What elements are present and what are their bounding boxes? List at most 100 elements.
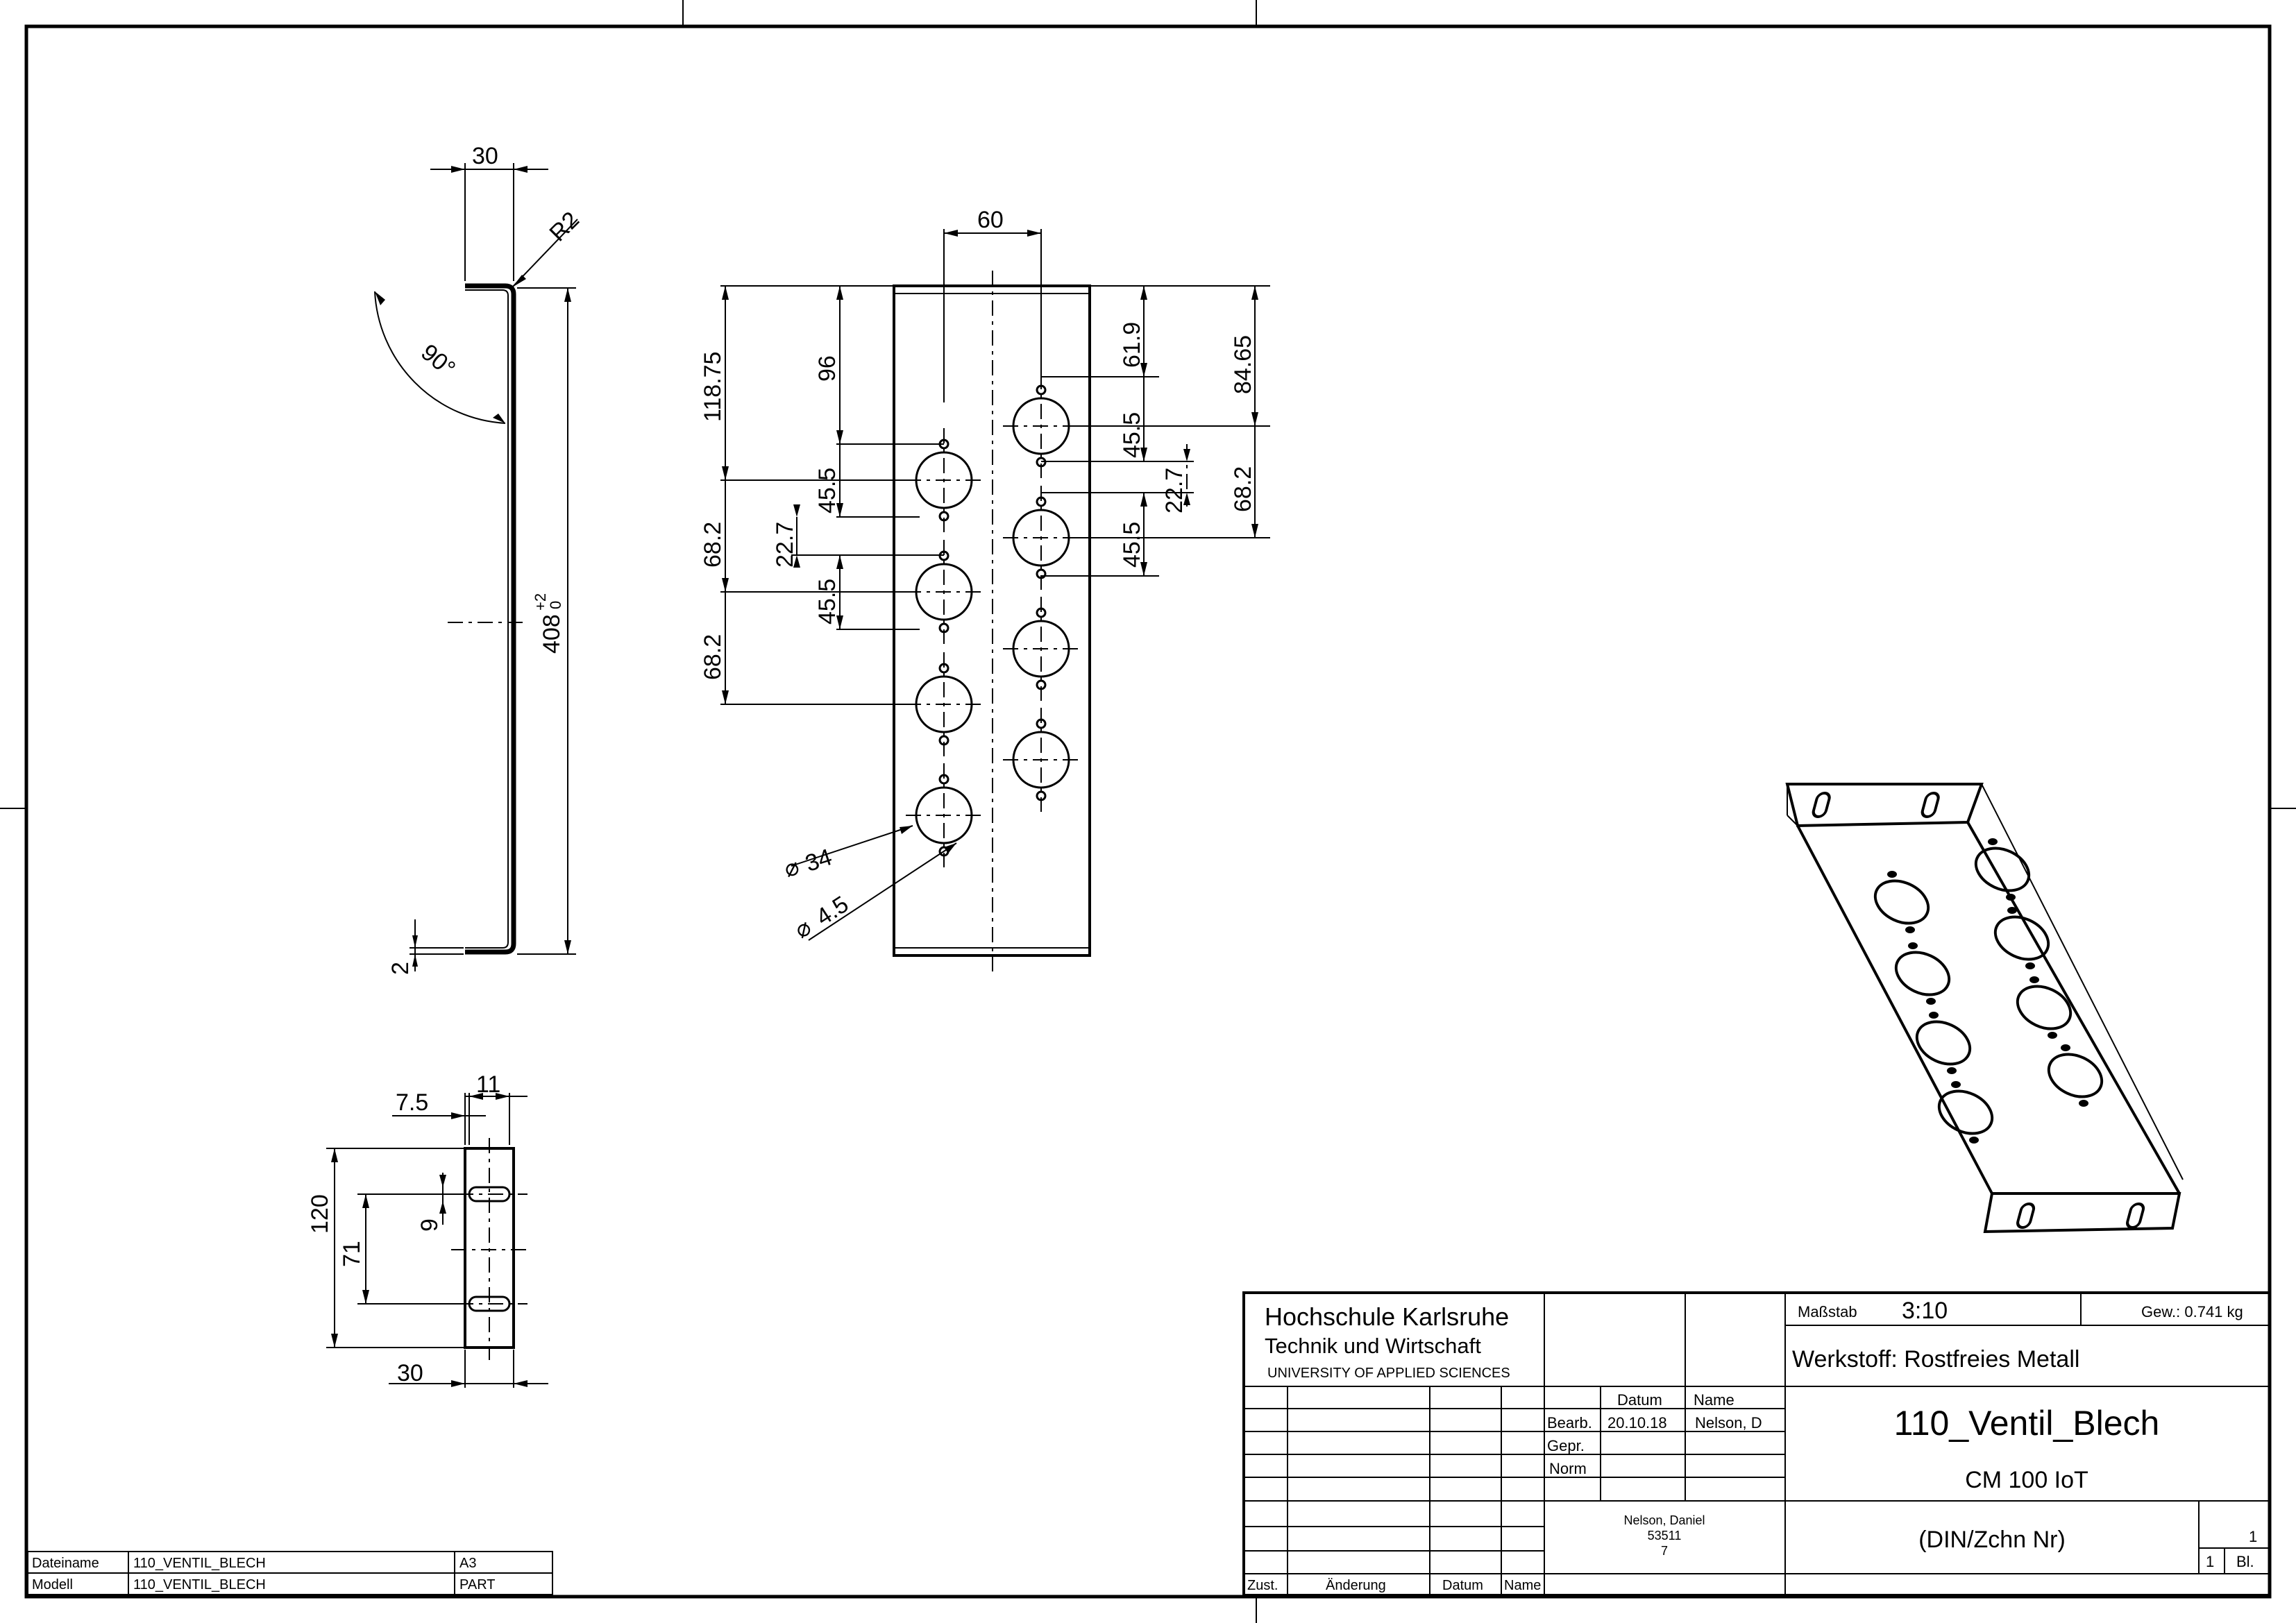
small-hole: [1036, 679, 1047, 690]
small-hole: [938, 511, 949, 522]
dim-hole-diameter: 34: [802, 844, 836, 877]
dim-front-left-first: 118.75: [700, 352, 726, 422]
iso-mounting-hole: [1894, 951, 1951, 996]
author-id: 53511: [1648, 1529, 1682, 1543]
isometric-view: [1785, 783, 2184, 1234]
iso-small-hole: [1929, 1012, 1939, 1019]
iso-mounting-hole: [1873, 879, 1930, 925]
dim-front-left-22: 22.7: [772, 522, 798, 568]
iso-small-hole: [2025, 962, 2035, 969]
school-subtitle: Technik und Wirtschaft: [1265, 1334, 1481, 1358]
iso-small-hole: [2029, 976, 2039, 983]
dim-end-slot-length: 9: [416, 1218, 443, 1232]
col-name: Name: [1694, 1391, 1734, 1409]
small-hole: [938, 663, 949, 674]
iso-mounting-hole: [1993, 915, 2050, 961]
rev-zust: Zust.: [1247, 1578, 1278, 1593]
title-block: Hochschule Karlsruhe Technik und Wirtsch…: [1242, 1291, 2271, 1597]
dim-front-right-84: 84.65: [1230, 335, 1256, 394]
iso-mounting-hole: [2016, 985, 2073, 1030]
rev-datum: Datum: [1442, 1578, 1483, 1593]
small-hole: [938, 774, 949, 785]
iso-mounting-hole: [1937, 1089, 1994, 1135]
dim-end-slot-width: 11: [476, 1071, 500, 1098]
iso-small-hole: [1905, 926, 1915, 933]
small-hole: [938, 622, 949, 634]
dim-side-radius: R2: [544, 207, 584, 247]
small-hole: [1036, 496, 1047, 507]
dim-side-top-width: 30: [472, 143, 498, 169]
dim-end-width: 30: [397, 1360, 423, 1386]
end-view: 11 7.5 120 71 9 30: [307, 1071, 548, 1388]
front-view: 60 118.75 68.2 68.2 96 45.5: [700, 207, 1270, 971]
row-gepr: Gepr.: [1547, 1437, 1585, 1454]
dim-side-height-tol-upper: +2: [532, 593, 549, 611]
dim-side-height-tol-lower: 0: [547, 601, 564, 609]
iso-small-hole: [2007, 907, 2017, 914]
dim-front-right-61: 61.9: [1119, 322, 1145, 368]
small-hole: [1036, 718, 1047, 729]
dim-front-left-68a: 68.2: [700, 522, 726, 568]
dim-end-height: 120: [307, 1194, 333, 1234]
small-hole: [938, 735, 949, 746]
dim-end-slot-offset: 7.5: [396, 1089, 428, 1116]
iso-small-hole: [2006, 894, 2016, 901]
small-hole-diameter-symbol: ⌀: [790, 914, 816, 944]
iso-mounting-hole: [1974, 847, 2031, 892]
dim-side-thickness: 2: [387, 962, 414, 975]
sheet-count: 1: [2206, 1553, 2214, 1570]
dateiname-label: Dateiname: [32, 1556, 99, 1571]
dim-front-left-45b: 45.5: [814, 579, 841, 624]
school-name: Hochschule Karlsruhe: [1265, 1302, 1509, 1331]
weight: Gew.: 0.741 kg: [2141, 1303, 2243, 1320]
dim-front-left-45a: 45.5: [814, 468, 841, 513]
dim-end-slot-spacing: 71: [339, 1241, 365, 1267]
file-info-box: Dateiname 110_VENTIL_BLECH A3 Modell 110…: [27, 1551, 553, 1595]
iso-small-hole: [1887, 871, 1897, 878]
file-format: A3: [459, 1556, 476, 1571]
row-bearb: Bearb.: [1547, 1414, 1592, 1431]
dim-front-right-22: 22.7: [1161, 468, 1188, 513]
hole-diameter-symbol: ⌀: [781, 853, 802, 883]
bearb-date: 20.10.18: [1607, 1414, 1667, 1431]
small-hole: [1036, 568, 1047, 579]
file-type: PART: [459, 1577, 496, 1592]
iso-small-hole: [1947, 1067, 1957, 1074]
rev-aenderung: Änderung: [1326, 1578, 1386, 1593]
dim-side-angle: 90°: [416, 339, 460, 382]
modell-value: 110_VENTIL_BLECH: [133, 1577, 266, 1592]
dim-front-right-45a: 45.5: [1119, 412, 1145, 458]
sheet-number: 1: [2249, 1528, 2257, 1545]
dim-side-height: 408: [539, 614, 565, 654]
iso-small-hole: [2061, 1044, 2070, 1051]
material: Werkstoff: Rostfreies Metall: [1792, 1346, 2079, 1373]
dim-front-left-68b: 68.2: [700, 634, 726, 680]
scale-value: 3:10: [1902, 1298, 1948, 1324]
dim-front-hole-spacing: 60: [977, 207, 1004, 233]
iso-small-hole: [2079, 1100, 2088, 1107]
small-hole: [1036, 790, 1047, 801]
bearb-name: Nelson, D: [1695, 1414, 1762, 1431]
col-datum: Datum: [1617, 1391, 1662, 1409]
drawing-title: 110_Ventil_Blech: [1894, 1404, 2160, 1443]
dim-small-hole-diameter: 4.5: [811, 891, 853, 931]
iso-small-hole: [1951, 1081, 1961, 1088]
modell-label: Modell: [32, 1577, 73, 1592]
rev-name: Name: [1504, 1578, 1541, 1593]
small-hole: [1036, 607, 1047, 618]
dim-front-right-68: 68.2: [1230, 466, 1256, 512]
iso-small-hole: [1926, 998, 1936, 1005]
dim-front-left-96: 96: [814, 355, 841, 382]
iso-small-hole: [2048, 1032, 2057, 1039]
author-num: 7: [1661, 1544, 1668, 1558]
scale-label: Maßstab: [1798, 1303, 1857, 1320]
side-view: 30 R2 90° 408 +2 0 2: [374, 143, 584, 975]
row-norm: Norm: [1549, 1460, 1587, 1477]
drawing-number: (DIN/Zchn Nr): [1918, 1527, 2066, 1553]
iso-mounting-hole: [1915, 1020, 1972, 1066]
iso-hole-group: [1873, 838, 2104, 1144]
sheet-label: Bl.: [2236, 1553, 2254, 1570]
small-hole: [1036, 384, 1047, 396]
